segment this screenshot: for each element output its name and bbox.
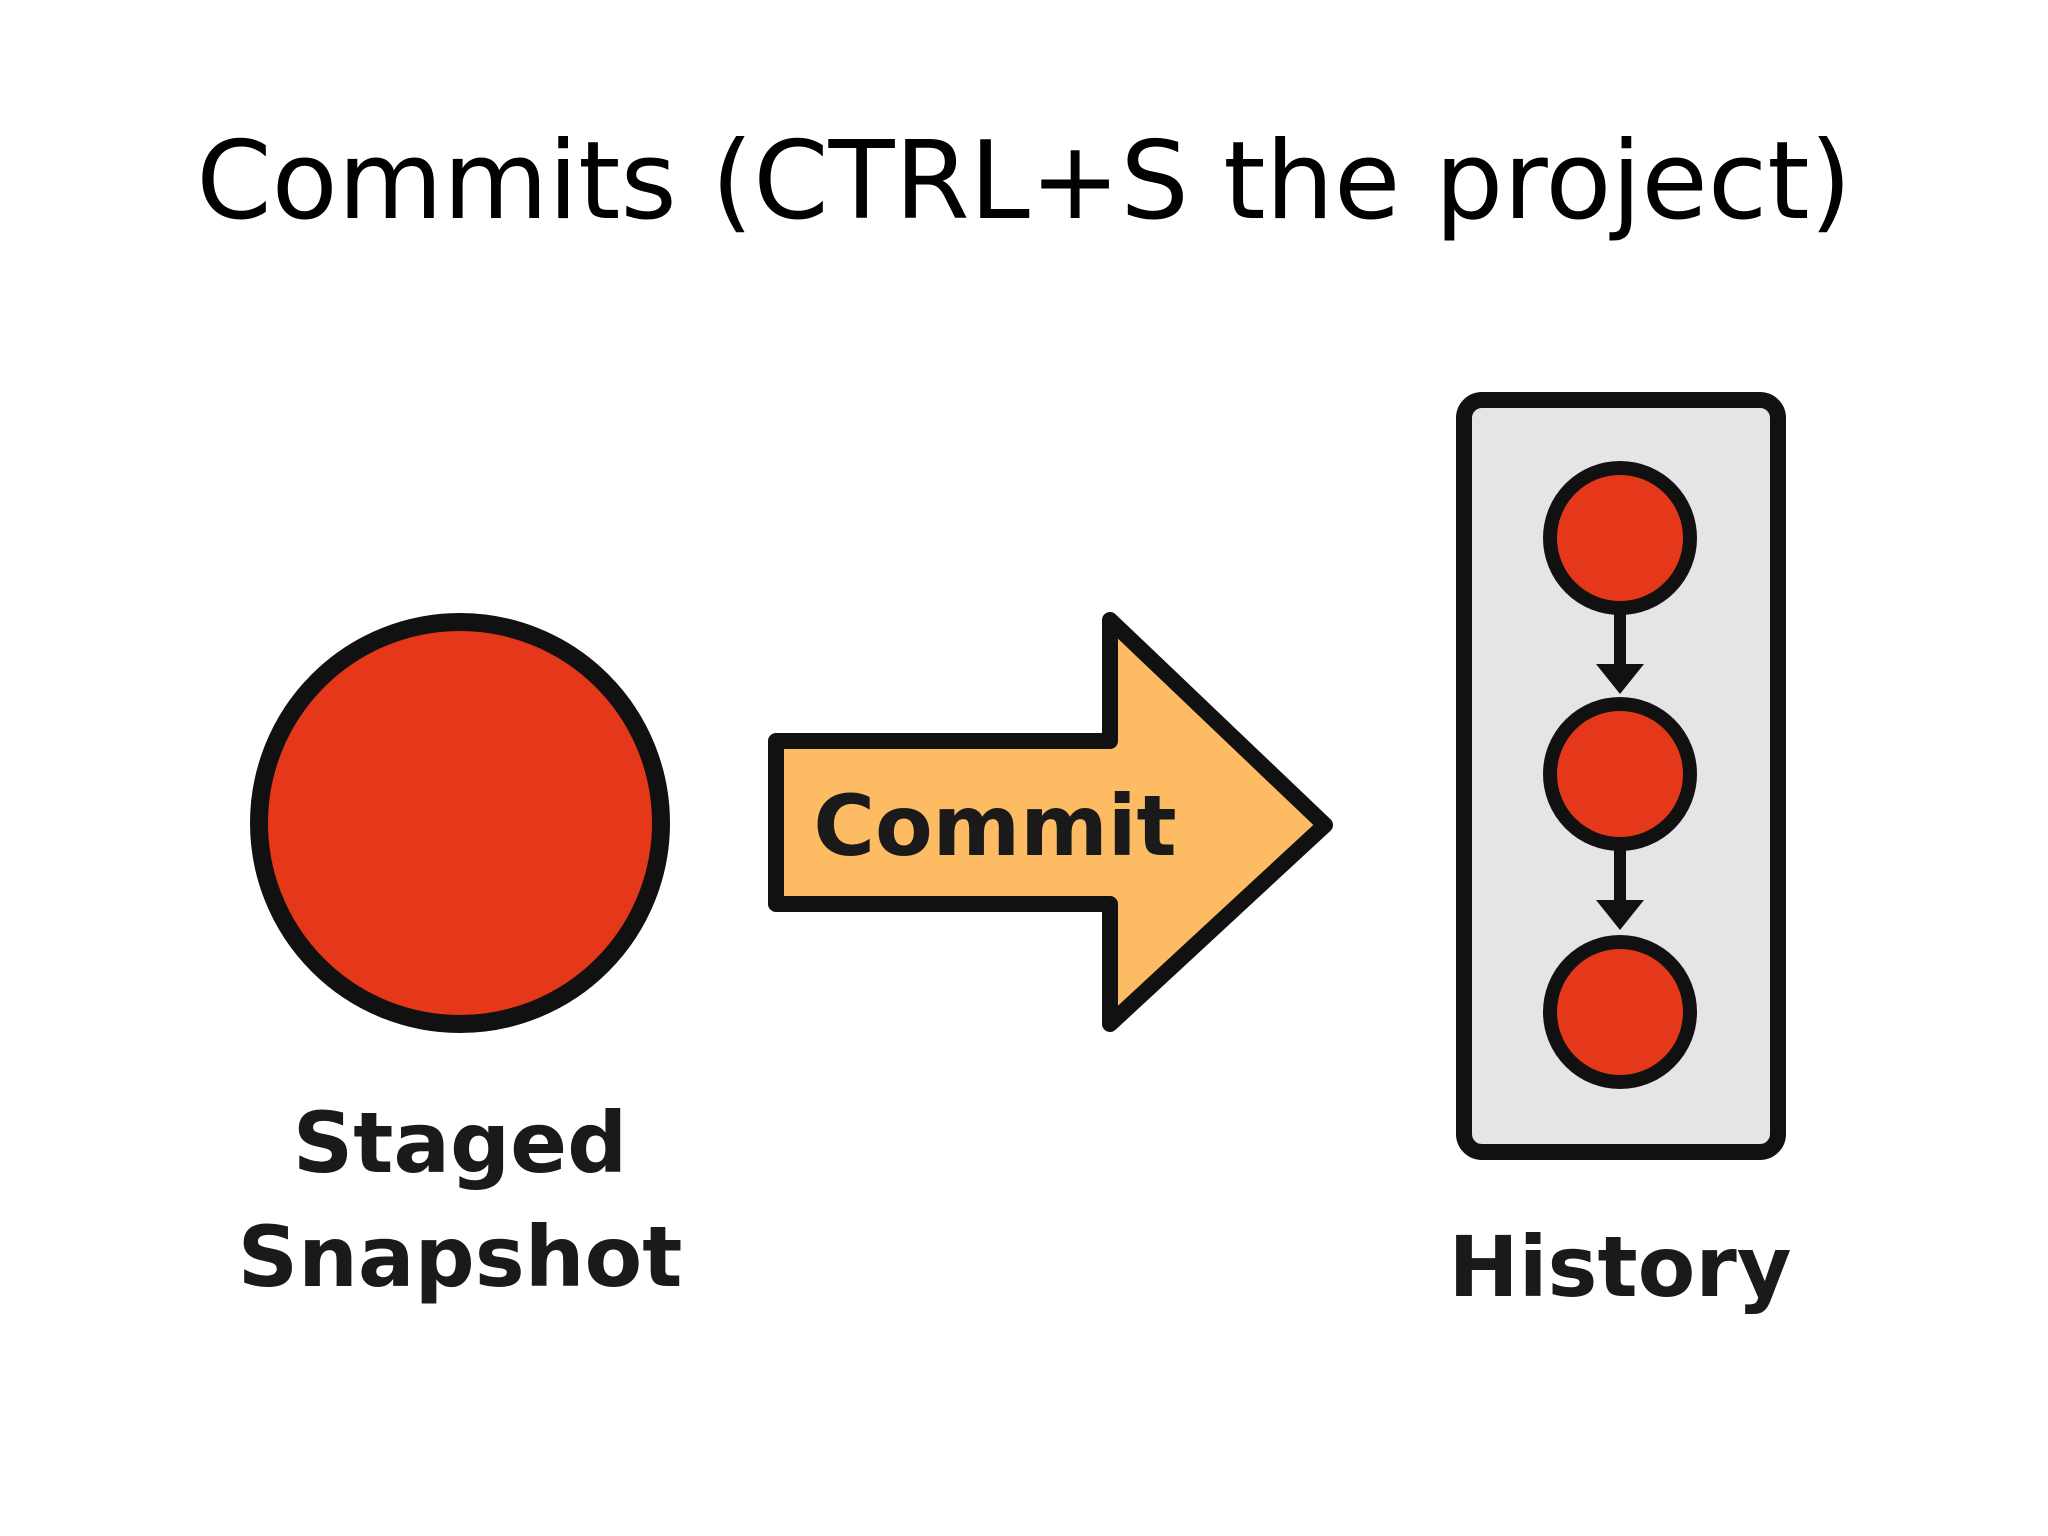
staged-snapshot-circle xyxy=(250,613,670,1033)
slide-title: Commits (CTRL+S the project) xyxy=(196,119,1852,244)
commit-arrow xyxy=(768,612,1333,1032)
history-connector-arrow xyxy=(1596,610,1644,694)
history-connector-arrow xyxy=(1596,846,1644,930)
history-commit-node xyxy=(1543,461,1697,615)
history-commit-node xyxy=(1543,935,1697,1089)
staged-label-line2: Snapshot xyxy=(238,1208,683,1306)
commit-arrow-label: Commit xyxy=(813,777,1176,875)
staged-label-line1: Staged xyxy=(293,1094,628,1192)
history-label: History xyxy=(1448,1218,1791,1316)
history-commit-node xyxy=(1543,697,1697,851)
